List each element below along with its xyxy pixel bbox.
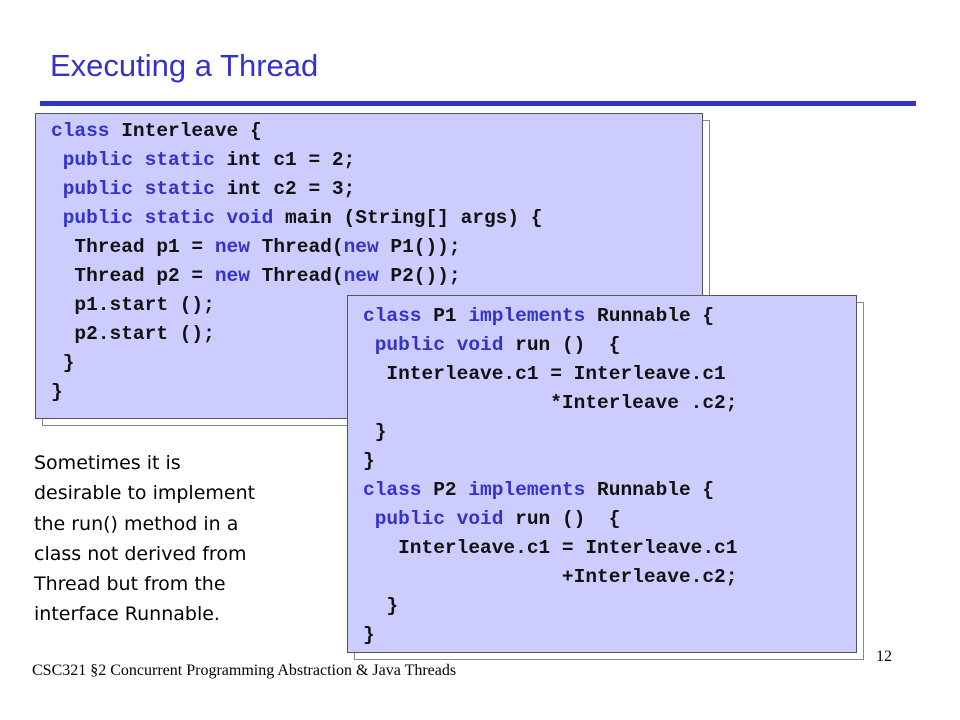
code-text: P1 [421, 305, 469, 327]
code-keyword: new [214, 265, 250, 287]
code-text: Runnable { [585, 305, 715, 327]
code-keyword: new [343, 265, 379, 287]
code-keyword: public static [51, 149, 215, 171]
code-keyword: public void [363, 508, 504, 530]
code-line: public void run () { [363, 331, 737, 360]
side-note-line: Sometimes it is [34, 452, 181, 474]
code-text: } [363, 421, 387, 443]
code-text: +Interleave.c2; [363, 566, 738, 588]
code-line: public static void main (String[] args) … [51, 204, 543, 233]
code-line: p2.start (); [51, 320, 543, 349]
code-text: main (String[] args) { [273, 207, 543, 229]
code-text: P2 [421, 479, 469, 501]
code-text: int c1 = 2; [214, 149, 356, 171]
code-text: run () { [503, 508, 621, 530]
code-line: public static int c2 = 3; [51, 175, 543, 204]
code-line: } [51, 378, 543, 407]
side-note-line: desirable to implement [34, 482, 256, 505]
side-note-line: interface Runnable. [34, 603, 220, 626]
code-line: p1.start (); [51, 291, 543, 320]
code-line: class Interleave { [51, 117, 543, 146]
code-line: Thread p2 = new Thread(new P2()); [51, 262, 543, 291]
code-runnable: class P1 implements Runnable { public vo… [363, 302, 737, 650]
code-text: int c2 = 3; [214, 178, 356, 200]
title-underline [40, 101, 916, 106]
code-runnable-box: class P1 implements Runnable { public vo… [347, 295, 857, 653]
side-note-line: class not derived from [34, 542, 247, 565]
page-number: 12 [876, 648, 892, 665]
side-note-line: Thread but from the [34, 573, 226, 596]
code-keyword: implements [468, 305, 586, 327]
code-line: Thread p1 = new Thread(new P1()); [51, 233, 543, 262]
code-line: Interleave.c1 = Interleave.c1 [363, 360, 737, 389]
code-text: Interleave { [109, 120, 262, 142]
code-text: } [363, 450, 375, 472]
code-keyword: class [363, 479, 422, 501]
code-line: } [51, 349, 543, 378]
code-text: run () { [503, 334, 621, 356]
code-line: public static int c1 = 2; [51, 146, 543, 175]
code-line: class P2 implements Runnable { [363, 476, 737, 505]
code-keyword: public static [51, 178, 215, 200]
code-text: Interleave.c1 = Interleave.c1 [363, 363, 726, 385]
code-line: *Interleave .c2; [363, 389, 737, 418]
code-keyword: public static void [51, 207, 274, 229]
code-line: } [363, 592, 737, 621]
code-text: } [363, 624, 375, 646]
code-line: +Interleave.c2; [363, 563, 738, 592]
code-text: *Interleave .c2; [363, 392, 738, 414]
code-line: } [363, 418, 737, 447]
code-text: Thread p1 = [51, 236, 215, 258]
code-keyword: new [214, 236, 250, 258]
side-note: Sometimes it is desirable to implement the… [34, 448, 334, 630]
code-keyword: class [51, 120, 110, 142]
slide-title: Executing a Thread [50, 48, 319, 83]
code-line: class P1 implements Runnable { [363, 302, 737, 331]
code-text: Runnable { [585, 479, 715, 501]
code-text: } [51, 381, 63, 403]
code-text: Thread p2 = [51, 265, 215, 287]
code-line: } [363, 447, 737, 476]
code-keyword: implements [468, 479, 586, 501]
code-line: public void run () { [363, 505, 737, 534]
code-text: P2()); [378, 265, 461, 287]
code-keyword: public void [363, 334, 504, 356]
code-text: P1()); [378, 236, 461, 258]
code-text: p1.start (); [51, 294, 215, 316]
code-keyword: new [343, 236, 379, 258]
side-note-line: the run() method in a [34, 512, 239, 535]
code-line: } [363, 621, 737, 650]
code-text: } [51, 352, 75, 374]
slide-footer: CSC321 §2 Concurrent Programming Abstrac… [32, 662, 457, 679]
code-line: Interleave.c1 = Interleave.c1 [363, 534, 737, 563]
code-text: } [363, 595, 399, 617]
code-text: Thread( [249, 265, 344, 287]
code-text: Thread( [249, 236, 344, 258]
code-text: p2.start (); [51, 323, 215, 345]
code-text: Interleave.c1 = Interleave.c1 [363, 537, 738, 559]
code-keyword: class [363, 305, 422, 327]
code-main: class Interleave { public static int c1 … [51, 117, 543, 407]
